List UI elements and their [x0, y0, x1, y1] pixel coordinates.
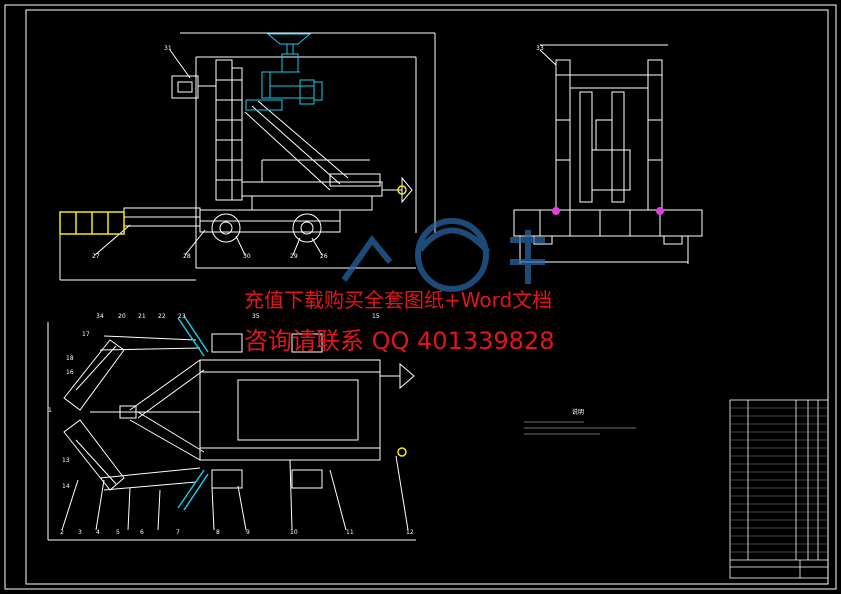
inner-frame	[25, 9, 829, 585]
callout-top_view-6: 6	[140, 529, 144, 536]
callout-top_view-21: 21	[138, 313, 146, 320]
callout-top_view-15: 15	[372, 313, 380, 320]
watermark-line-1: 充值下载购买全套图纸+Word文档	[244, 288, 553, 312]
callout-top_view-14: 14	[62, 483, 70, 490]
callout-top_view-2: 2	[60, 529, 64, 536]
callout-front_view-28: 28	[183, 253, 191, 260]
title-block-rows	[730, 407, 828, 553]
callout-top_view-5: 5	[116, 529, 120, 536]
callout-top_view-16: 16	[66, 369, 74, 376]
callout-top_view-10: 10	[290, 529, 298, 536]
highlight-cyan-top	[177, 315, 209, 511]
callout-front_view-30: 30	[243, 253, 251, 260]
callout-side_view-33: 33	[536, 45, 544, 52]
callout-top_view-13: 13	[62, 457, 70, 464]
callout-top_view-22: 22	[158, 313, 166, 320]
callout-front_view-26: 26	[320, 253, 328, 260]
callout-top_view-3: 3	[78, 529, 82, 536]
front-view	[59, 32, 436, 281]
callout-top_view-34: 34	[96, 313, 104, 320]
top-view	[47, 322, 416, 541]
highlight-yellow-top	[397, 447, 407, 457]
callout-top_view-35: 35	[252, 313, 260, 320]
callout-top_view-20: 20	[118, 313, 126, 320]
logo-watermark	[341, 218, 545, 292]
camera-assembly	[245, 33, 323, 111]
callout-top_view-11: 11	[346, 529, 354, 536]
callout-top_view-1: 1	[48, 407, 52, 414]
callout-top_view-17: 17	[82, 331, 90, 338]
callout-top_view-7: 7	[176, 529, 180, 536]
callout-top_view-12: 12	[406, 529, 414, 536]
callout-front_view-27: 27	[92, 253, 100, 260]
callout-top_view-23: 23	[178, 313, 186, 320]
callout-front_view-31: 31	[164, 45, 172, 52]
callout-front_view-29: 29	[290, 253, 298, 260]
watermark-line-2: 咨询请联系 QQ 401339828	[244, 327, 555, 355]
highlight-magenta-side	[552, 207, 664, 215]
notes-block	[524, 421, 636, 435]
callout-top_view-8: 8	[216, 529, 220, 536]
outer-frame	[4, 4, 837, 590]
highlight-yellow-front	[59, 185, 407, 235]
callout-top_view-4: 4	[96, 529, 100, 536]
callout-top_view-9: 9	[246, 529, 250, 536]
callout-top_view-18: 18	[66, 355, 74, 362]
